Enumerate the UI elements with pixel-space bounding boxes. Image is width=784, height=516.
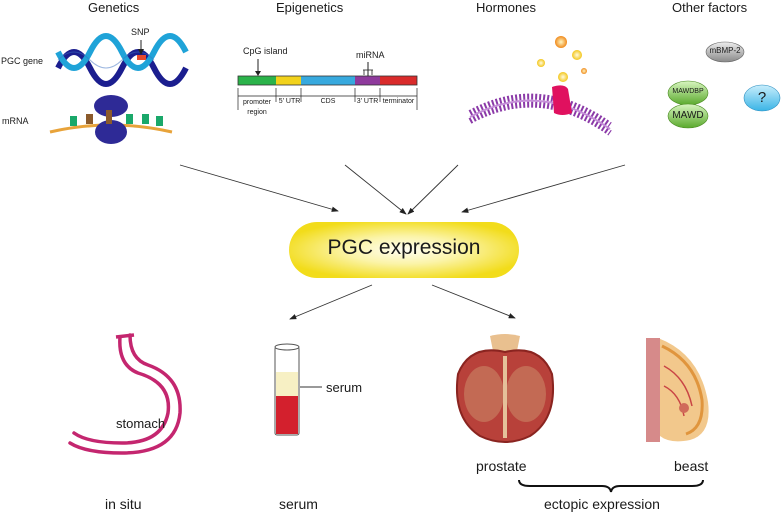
snp-marker	[137, 40, 146, 60]
genetics-illustration	[49, 33, 189, 144]
arrow-epigenetics	[344, 164, 407, 215]
other-factors-illustration	[667, 41, 781, 129]
question-blob	[743, 84, 781, 112]
pgc-expression-label: PGC expression	[327, 236, 481, 259]
mbmp2-label: mBMP-2	[709, 46, 741, 55]
segment-cds	[301, 76, 355, 85]
breast-icon	[646, 338, 709, 442]
pgc-expression-glow	[289, 222, 519, 278]
mawdbp-label: MAWDBP	[672, 88, 704, 95]
serum-layer	[276, 372, 298, 396]
arrow-to-prostate	[431, 284, 516, 319]
ectopic-brace	[518, 479, 704, 493]
terminator-label: terminator	[382, 98, 415, 105]
promoter-region-label: promoter region	[242, 99, 271, 116]
question-label: ?	[757, 89, 767, 106]
receptor-icon	[552, 85, 572, 115]
cpg-island-label: CpG island	[243, 46, 288, 56]
arrow-to-serum	[289, 284, 373, 320]
5utr-label: 5' UTR	[278, 98, 301, 105]
arrow-other	[461, 164, 626, 213]
cell-membrane-icon	[468, 93, 612, 136]
dna-helix-icon	[55, 33, 189, 87]
header-hormones: Hormones	[476, 0, 536, 15]
header-other-factors: Other factors	[672, 0, 748, 15]
serum-label: serum	[279, 496, 318, 512]
mirna-label: miRNA	[356, 50, 385, 60]
stomach-icon	[68, 333, 182, 455]
mbmp2-blob	[705, 41, 745, 63]
segment-terminator	[380, 76, 417, 85]
arrow-hormones	[407, 164, 459, 215]
beast-label: beast	[674, 458, 709, 474]
header-epigenetics: Epigenetics	[276, 0, 344, 15]
gene-structure-diagram	[237, 59, 418, 110]
segment-3utr	[355, 76, 380, 85]
ectopic-expression-label: ectopic expression	[544, 496, 660, 512]
segment-5utr	[276, 76, 301, 85]
hormone-molecules-icon	[537, 36, 587, 82]
prostate-label: prostate	[476, 458, 527, 474]
pgc-gene-label: PGC gene	[1, 56, 44, 66]
snp-label: SNP	[131, 27, 150, 37]
cds-label: CDS	[320, 98, 336, 105]
arrow-genetics	[179, 164, 339, 212]
segment-promoter	[238, 76, 276, 85]
prostate-icon	[456, 334, 554, 443]
test-tube-icon	[274, 343, 300, 436]
mawd-blob	[667, 103, 709, 129]
serum-marker-label: serum	[326, 380, 363, 395]
hormones-illustration	[468, 36, 612, 136]
mrna-label: mRNA	[2, 116, 29, 126]
in-situ-label: in situ	[105, 496, 142, 512]
mrna-ribosome-icon	[49, 95, 173, 144]
serum-pointer	[300, 386, 322, 388]
stomach-label: stomach	[116, 416, 166, 431]
mawd-label: MAWD	[672, 110, 704, 121]
header-genetics: Genetics	[88, 0, 140, 15]
3utr-label: 3' UTR	[356, 98, 379, 105]
blood-layer	[276, 396, 298, 434]
